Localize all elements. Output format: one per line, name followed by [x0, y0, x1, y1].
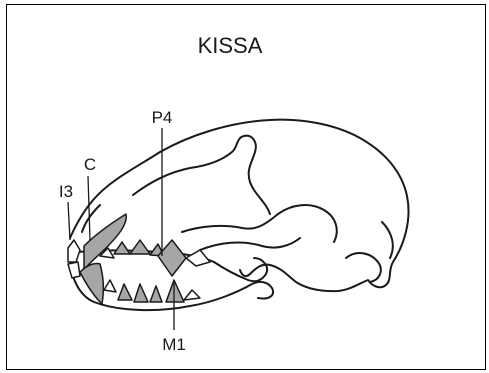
auditory-bulla — [346, 253, 381, 282]
nasal-opening — [82, 205, 100, 232]
upper-molar — [186, 250, 210, 266]
leader-line-c — [88, 176, 90, 240]
zygomatic-lower — [200, 238, 300, 250]
cranium-outline — [70, 120, 409, 292]
upper-premolar-1 — [114, 242, 130, 254]
upper-canine-tooth — [84, 214, 126, 270]
highlighted-teeth — [80, 214, 186, 304]
lower-small-tooth — [104, 280, 116, 292]
label-m1: M1 — [162, 335, 186, 354]
label-c: C — [84, 155, 96, 174]
lower-premolar-1 — [118, 284, 132, 300]
label-i3: I3 — [59, 182, 73, 201]
leader-line-i3 — [68, 202, 70, 240]
lower-premolar-3 — [150, 286, 162, 302]
lower-molar-m1 — [166, 280, 184, 302]
upper-premolar-2 — [130, 240, 150, 254]
lower-premolar-2 — [134, 284, 148, 302]
incisor-i3-upper — [68, 240, 80, 262]
label-p4: P4 — [152, 108, 173, 127]
orbit-outline — [133, 136, 270, 214]
diagram-title: KISSA — [198, 33, 263, 58]
skull-outline — [70, 120, 409, 310]
incisor-lower — [68, 262, 80, 278]
lower-canine-tooth — [80, 263, 103, 304]
lower-tooth-rear — [184, 290, 200, 300]
occipital-ridge — [382, 222, 393, 258]
zygomatic-arch — [182, 205, 337, 242]
